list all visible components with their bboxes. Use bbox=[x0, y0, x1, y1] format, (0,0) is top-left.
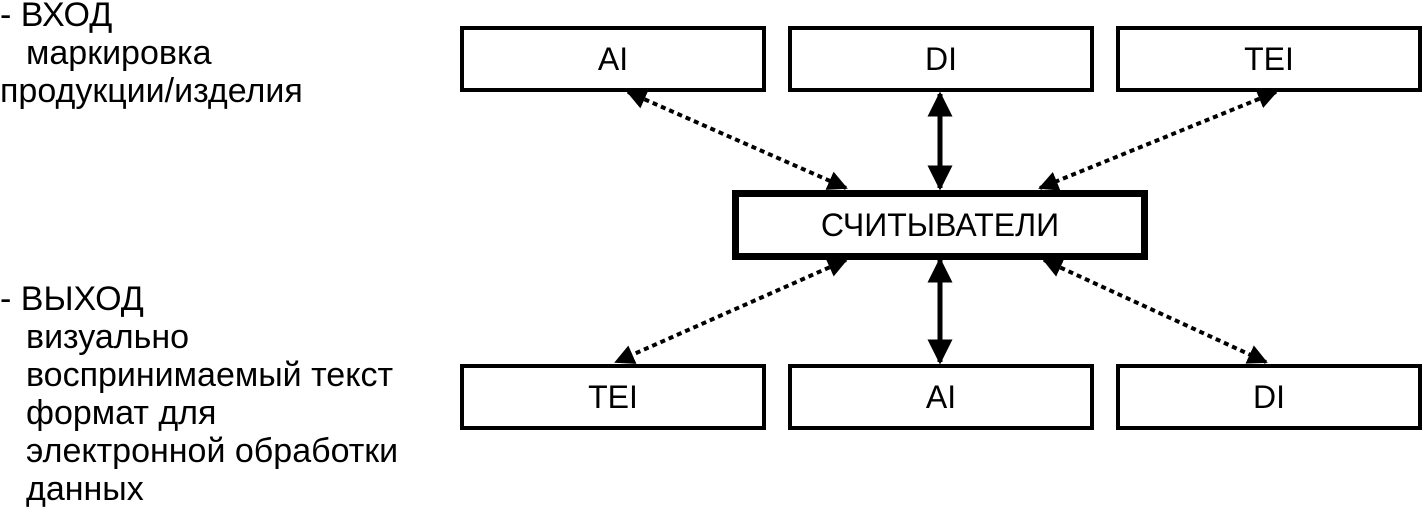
bottom-box-ai: AI bbox=[788, 364, 1094, 430]
input-line-1: маркировка bbox=[26, 34, 212, 72]
bottom-box-tei-label: TEI bbox=[588, 378, 638, 415]
link-bottom-right bbox=[1042, 258, 1268, 364]
top-box-tei: TEI bbox=[1116, 26, 1422, 92]
output-line-5: данных bbox=[26, 470, 144, 508]
top-box-di: DI bbox=[788, 26, 1094, 92]
bottom-box-tei: TEI bbox=[460, 364, 766, 430]
output-note: - ВЫХОД визуально воспринимаемый текст ф… bbox=[0, 280, 398, 508]
input-heading: - ВХОД bbox=[0, 0, 113, 34]
input-note: - ВХОД маркировка продукции/изделия bbox=[0, 0, 303, 110]
link-top-right bbox=[1038, 89, 1278, 191]
output-heading: - ВЫХОД bbox=[0, 280, 144, 318]
output-line-4: электронной обработки bbox=[26, 432, 399, 470]
bottom-box-di: DI bbox=[1116, 364, 1422, 430]
bottom-box-ai-label: AI bbox=[925, 378, 957, 415]
link-top-left bbox=[626, 90, 848, 190]
bottom-box-di-label: DI bbox=[1253, 378, 1285, 415]
link-bottom-left bbox=[614, 258, 848, 364]
top-box-ai: AI bbox=[460, 26, 766, 92]
readers-box-label: СЧИТЫВАТЕЛИ bbox=[820, 206, 1060, 243]
readers-box: СЧИТЫВАТЕЛИ bbox=[732, 190, 1148, 260]
output-line-3: формат для bbox=[26, 394, 217, 432]
top-box-ai-label: AI bbox=[597, 40, 629, 77]
top-box-di-label: DI bbox=[925, 40, 957, 77]
output-line-2: воспринимаемый текст bbox=[26, 356, 394, 394]
top-box-tei-label: TEI bbox=[1244, 40, 1294, 77]
input-line-2: продукции/изделия bbox=[0, 72, 303, 110]
output-line-1: визуально bbox=[26, 318, 190, 356]
